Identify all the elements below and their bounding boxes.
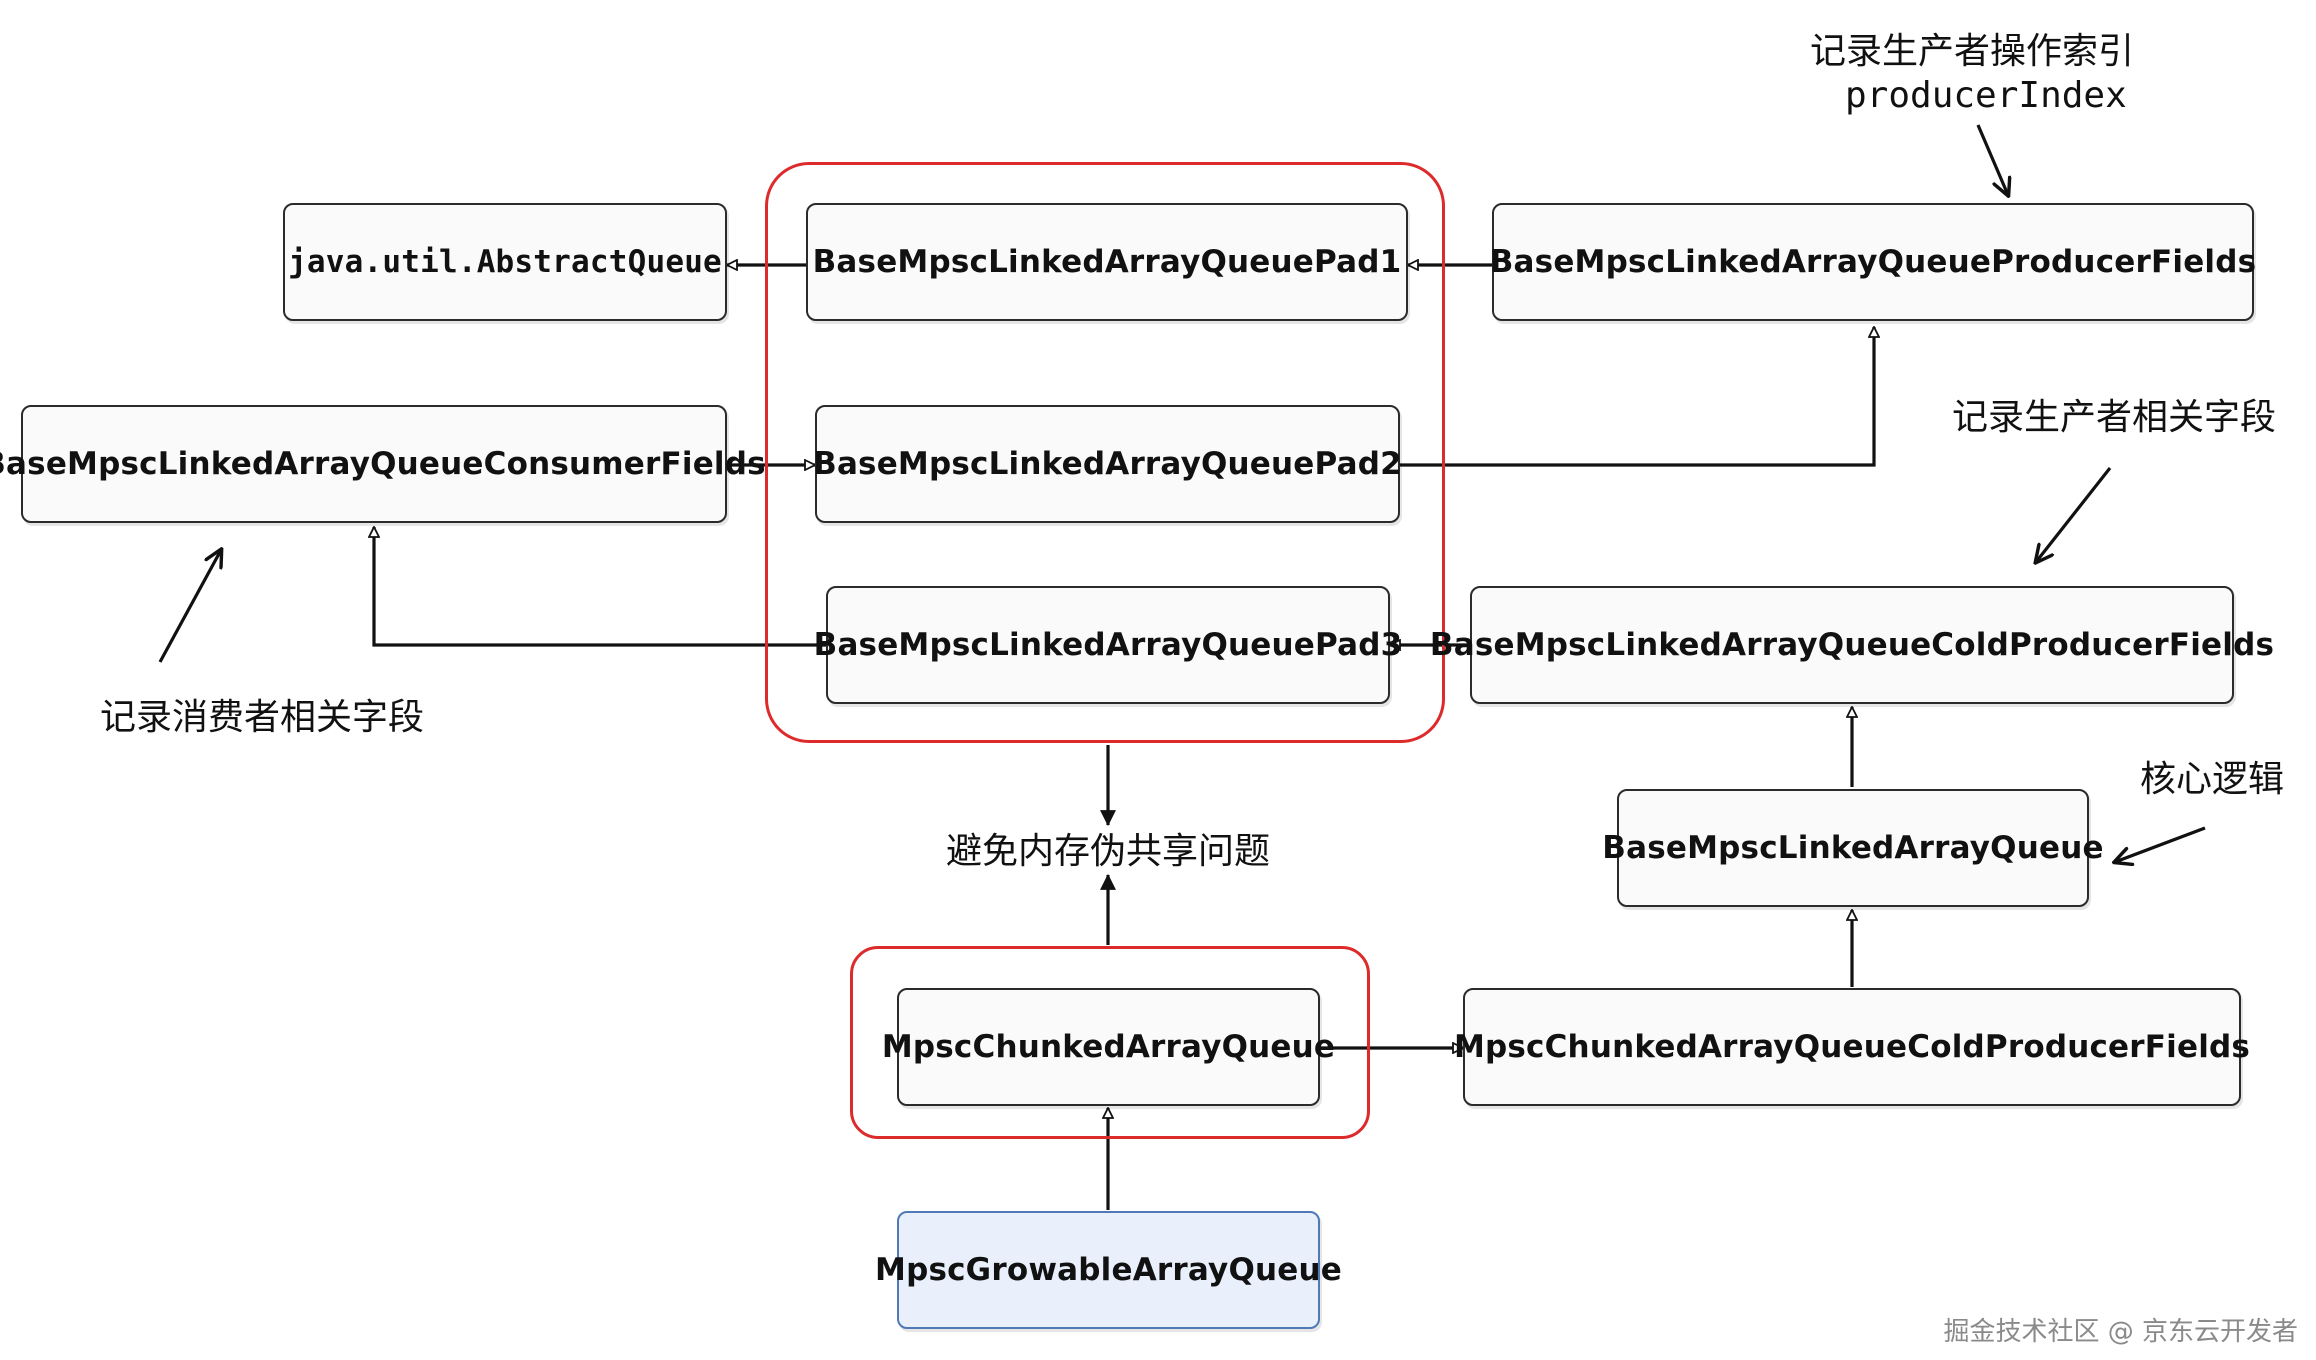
pointer-producerrelated [2036,467,2112,562]
node-growable-queue: MpscGrowableArrayQueue [875,1211,1342,1329]
chunked-queue-group-frame [850,946,1370,1139]
node-pad3: BaseMpscLinkedArrayQueuePad3 [814,586,1402,704]
note-false-sharing: 避免内存伪共享问题 [946,831,1271,872]
pointer-corelogic [2115,826,2206,862]
edge-pad3-to-consumerfields [374,527,826,647]
note-producer-related: 记录生产者相关字段 [1952,397,2277,438]
note-core-logic: 核心逻辑 [2140,759,2285,800]
note-producer-index-en: producerIndex [1845,75,2127,116]
node-abstract-queue: java.util.AbstractQueue [283,203,727,321]
note-producer-index-cn: 记录生产者操作索引 [1810,31,2135,72]
pointer-producerindex [1976,124,2008,195]
node-base-queue: BaseMpscLinkedArrayQueue [1602,789,2104,907]
padding-group-frame [765,162,1445,743]
note-consumer-related: 记录消费者相关字段 [100,697,425,738]
node-chunked-queue: MpscChunkedArrayQueue [882,988,1335,1106]
node-pad2: BaseMpscLinkedArrayQueuePad2 [813,405,1402,523]
node-consumer-fields: BaseMpscLinkedArrayQueueConsumerFields [0,405,766,523]
node-cold-producer-fields: BaseMpscLinkedArrayQueueColdProducerFiel… [1430,586,2274,704]
node-chunked-cold-fields: MpscChunkedArrayQueueColdProducerFields [1454,988,2250,1106]
watermark: 掘金技术社区 @ 京东云开发者 [1943,1317,2298,1347]
node-producer-fields: BaseMpscLinkedArrayQueueProducerFields [1490,203,2256,321]
edge-pad2-to-producerfields [1400,327,1874,467]
pointer-consumerrelated [158,550,221,663]
node-pad1: BaseMpscLinkedArrayQueuePad1 [806,203,1408,321]
